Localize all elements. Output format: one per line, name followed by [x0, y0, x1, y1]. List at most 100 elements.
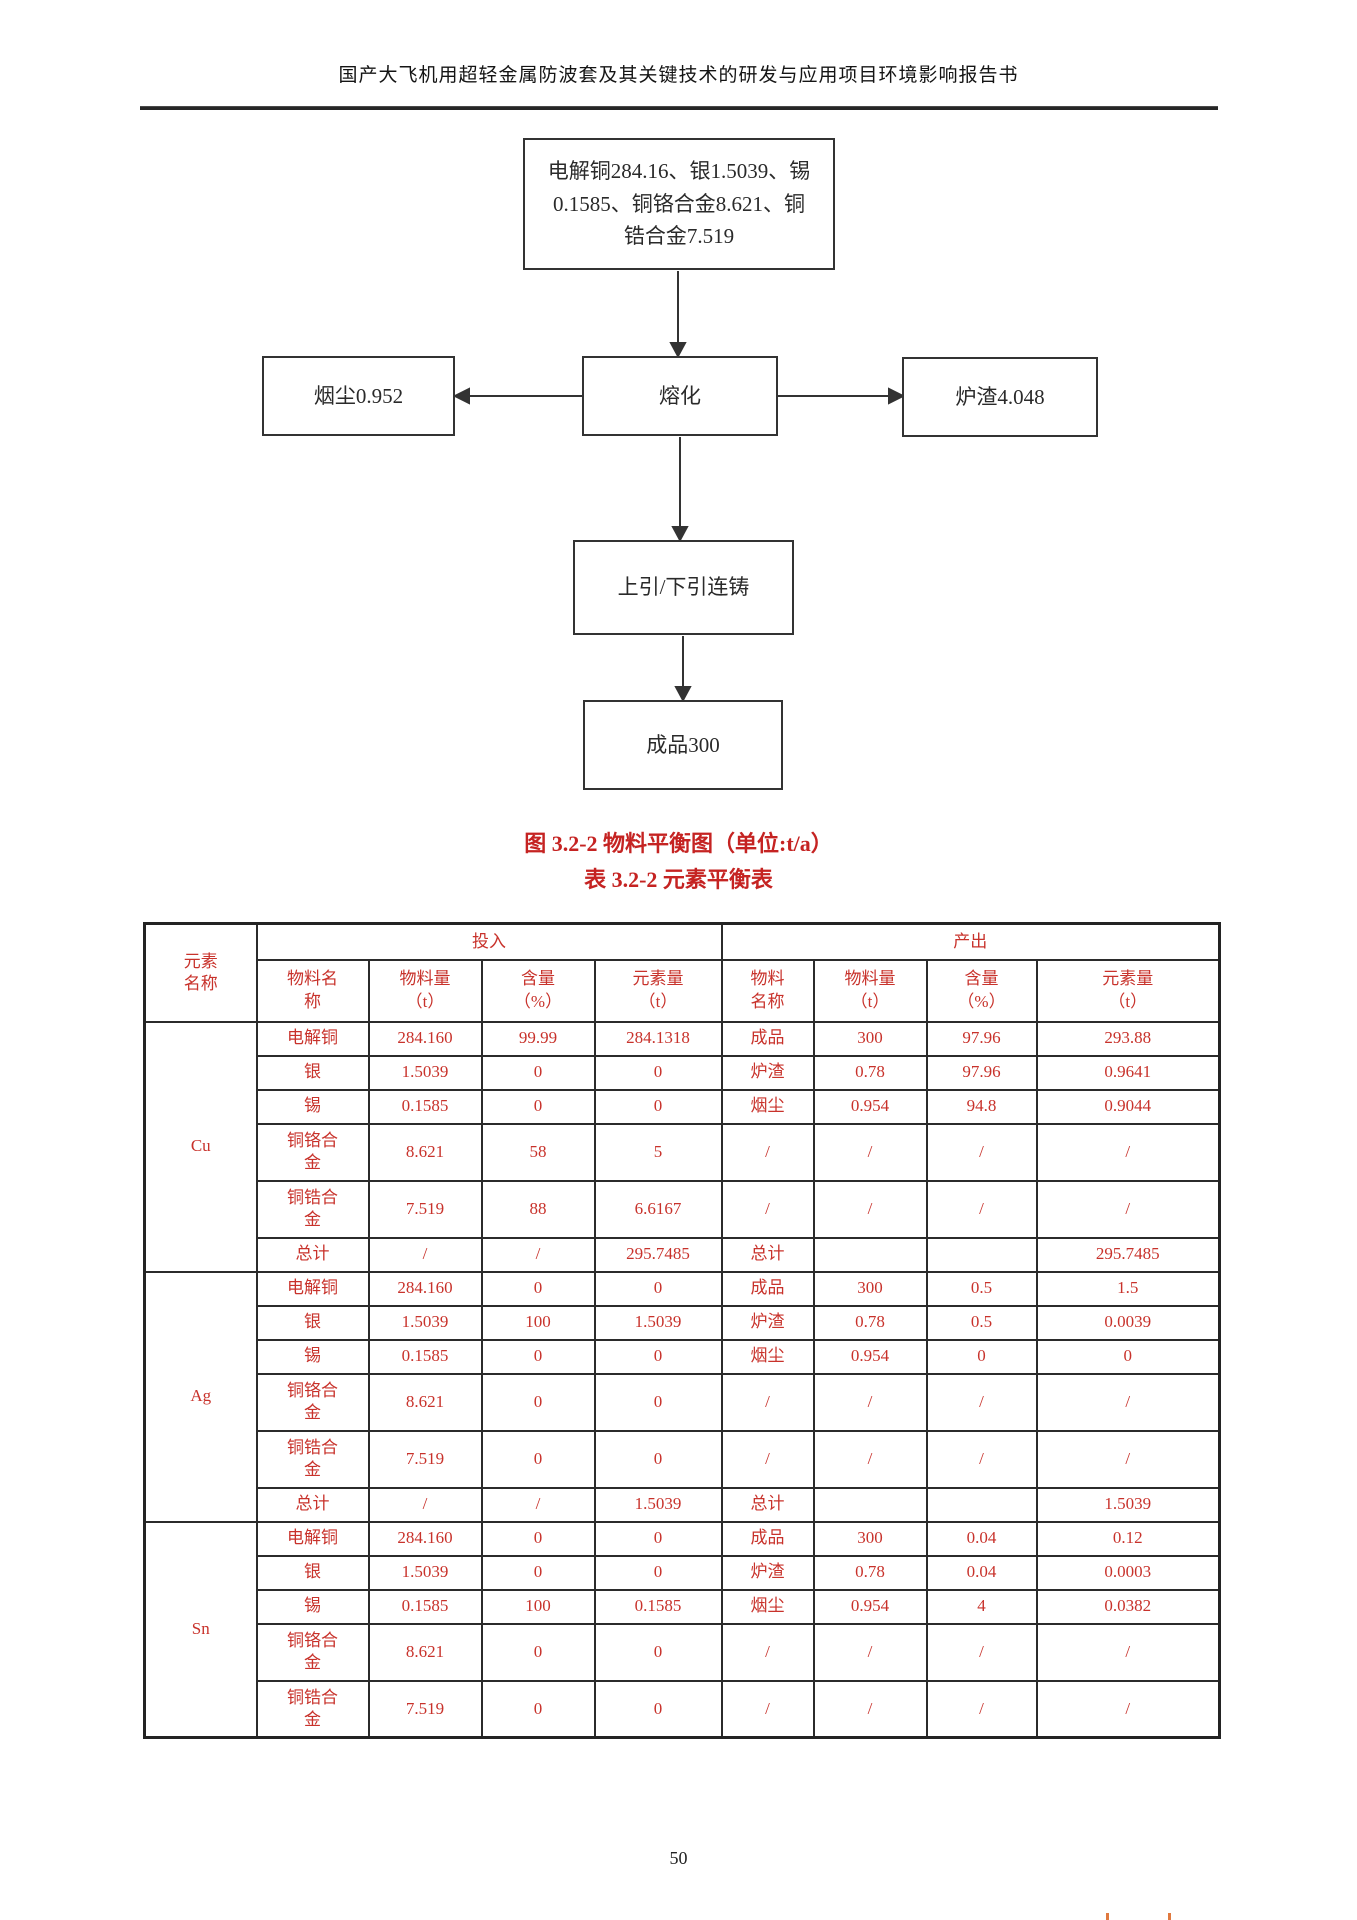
table-cell: 97.96 — [925, 1054, 1038, 1091]
table-cell: 铜锆合 金 — [255, 1429, 370, 1489]
finished-product-label: 成品300 — [646, 732, 720, 757]
table-cell: / — [367, 1486, 483, 1523]
table-cell: 58 — [480, 1122, 596, 1182]
table-cell: 电解铜 — [255, 1020, 370, 1057]
table-cell: 0 — [480, 1054, 596, 1091]
table-cell: 总计 — [720, 1486, 815, 1523]
table-cell: 1.5039 — [367, 1054, 483, 1091]
table-cell: 0 — [593, 1429, 723, 1489]
table-cell: 0 — [480, 1372, 596, 1432]
raw-materials-line: 电解铜284.16、银1.5039、锡 — [547, 159, 811, 184]
table-cell: 0 — [593, 1372, 723, 1432]
table-cell: / — [925, 1622, 1038, 1682]
header-input-group: 投入 — [255, 922, 723, 961]
table-cell: 300 — [812, 1270, 928, 1307]
table-cell: 0.0382 — [1035, 1588, 1221, 1625]
flow-box-continuous-casting: 上引/下引连铸 — [573, 540, 794, 635]
table-cell: 5 — [593, 1122, 723, 1182]
table-cell: / — [1035, 1429, 1221, 1489]
figure-caption: 图 3.2-2 物料平衡图（单位:t/a） — [524, 831, 833, 856]
table-cell: 烟尘 — [720, 1338, 815, 1375]
table-cell: 铜铬合 金 — [255, 1122, 370, 1182]
table-cell: / — [925, 1122, 1038, 1182]
furnace-slag-label: 炉渣4.048 — [955, 384, 1045, 409]
table-cell: 锡 — [255, 1588, 370, 1625]
table-cell: / — [925, 1372, 1038, 1432]
flow-box-smoke-dust: 烟尘0.952 — [262, 356, 455, 436]
table-cell: 银 — [255, 1054, 370, 1091]
subheader-cell: 元素量 （t） — [593, 958, 723, 1023]
table-cell: 0.954 — [812, 1338, 928, 1375]
table-caption: 表 3.2-2 元素平衡表 — [584, 867, 773, 892]
table-cell: / — [1035, 1372, 1221, 1432]
table-cell: / — [812, 1429, 928, 1489]
table-cell: 炉渣 — [720, 1554, 815, 1591]
table-cell: 100 — [480, 1304, 596, 1341]
table-cell: 295.7485 — [1035, 1236, 1221, 1273]
page-header-title: 国产大飞机用超轻金属防波套及其关键技术的研发与应用项目环境影响报告书 — [338, 65, 1019, 86]
table-cell: / — [1035, 1122, 1221, 1182]
table-cell: 烟尘 — [720, 1088, 815, 1125]
header-element-name: 元素 名称 — [143, 922, 258, 1023]
table-cell: 成品 — [720, 1020, 815, 1057]
table-cell: 0 — [593, 1088, 723, 1125]
table-cell: 电解铜 — [255, 1520, 370, 1557]
table-cell: 炉渣 — [720, 1054, 815, 1091]
table-cell: 银 — [255, 1554, 370, 1591]
table-cell: 0.04 — [925, 1554, 1038, 1591]
corner-mark — [1168, 1913, 1171, 1920]
table-cell: 0 — [480, 1338, 596, 1375]
flow-box-melting: 熔化 — [582, 356, 778, 436]
table-cell: 88 — [480, 1179, 596, 1239]
table-cell: / — [925, 1679, 1038, 1739]
subheader-cell: 含量 （%） — [480, 958, 596, 1023]
flow-box-finished-product: 成品300 — [583, 700, 783, 790]
melting-label: 熔化 — [659, 383, 701, 408]
table-cell: 0.5 — [925, 1304, 1038, 1341]
flow-box-furnace-slag: 炉渣4.048 — [902, 357, 1098, 437]
page-number: 50 — [669, 1848, 688, 1868]
table-cell: 0.0039 — [1035, 1304, 1221, 1341]
table-cell: 0.954 — [812, 1088, 928, 1125]
table-cell: 7.519 — [367, 1429, 483, 1489]
table-cell: / — [367, 1236, 483, 1273]
table-cell: / — [720, 1179, 815, 1239]
table-cell — [925, 1236, 1038, 1273]
table-cell: / — [1035, 1179, 1221, 1239]
table-cell: 8.621 — [367, 1122, 483, 1182]
element-symbol: Ag — [143, 1270, 258, 1523]
table-cell: 铜铬合 金 — [255, 1372, 370, 1432]
table-cell: 1.5039 — [367, 1554, 483, 1591]
table-cell: / — [1035, 1679, 1221, 1739]
table-cell: 0 — [593, 1338, 723, 1375]
table-cell: 0.954 — [812, 1588, 928, 1625]
table-cell: / — [925, 1179, 1038, 1239]
subheader-cell: 含量 （%） — [925, 958, 1038, 1023]
subheader-cell: 物料量 （t） — [812, 958, 928, 1023]
table-cell: 0.04 — [925, 1520, 1038, 1557]
table-header-row: 元素 名称 投入 产出 — [143, 922, 1221, 1023]
table-cell: 0 — [480, 1088, 596, 1125]
table-cell: / — [720, 1429, 815, 1489]
table-cell: 295.7485 — [593, 1236, 723, 1273]
table-cell: 0.1585 — [367, 1338, 483, 1375]
table-cell: 总计 — [720, 1236, 815, 1273]
table-cell: / — [720, 1372, 815, 1432]
table-cell — [812, 1486, 928, 1523]
table-subheader-row: 物料名 称 物料量 （t） 含量 （%） 元素量 （t） 物料 名称 物料量 （… — [145, 958, 1221, 1023]
subheader-cell: 元素量 （t） — [1035, 958, 1221, 1023]
table-cell: 0 — [480, 1429, 596, 1489]
table-cell: 0.12 — [1035, 1520, 1221, 1557]
table-cell: 锡 — [255, 1338, 370, 1375]
table-cell: 0.5 — [925, 1270, 1038, 1307]
